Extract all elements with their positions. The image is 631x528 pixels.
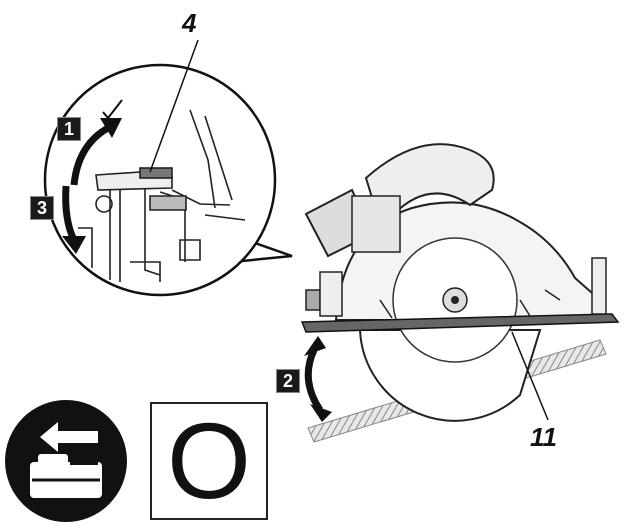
battery-remove-icon	[5, 400, 127, 522]
leader-line-4	[149, 39, 199, 173]
step-badge-1: 1	[57, 117, 81, 141]
step-badge-2: 2	[276, 369, 300, 393]
step-badge-3: 3	[30, 196, 54, 220]
switch-off-symbol: O	[150, 402, 268, 520]
circular-saw-icon	[300, 143, 620, 443]
detail-magnifier	[43, 39, 293, 297]
switch-off-label: O	[166, 400, 251, 521]
arrow-up-icon	[70, 124, 110, 186]
double-arrow-icon	[304, 348, 323, 412]
leader-line-11	[511, 331, 549, 421]
callout-4: 4	[182, 8, 197, 38]
base-plate	[300, 313, 620, 333]
callout-11: 11	[530, 422, 557, 452]
